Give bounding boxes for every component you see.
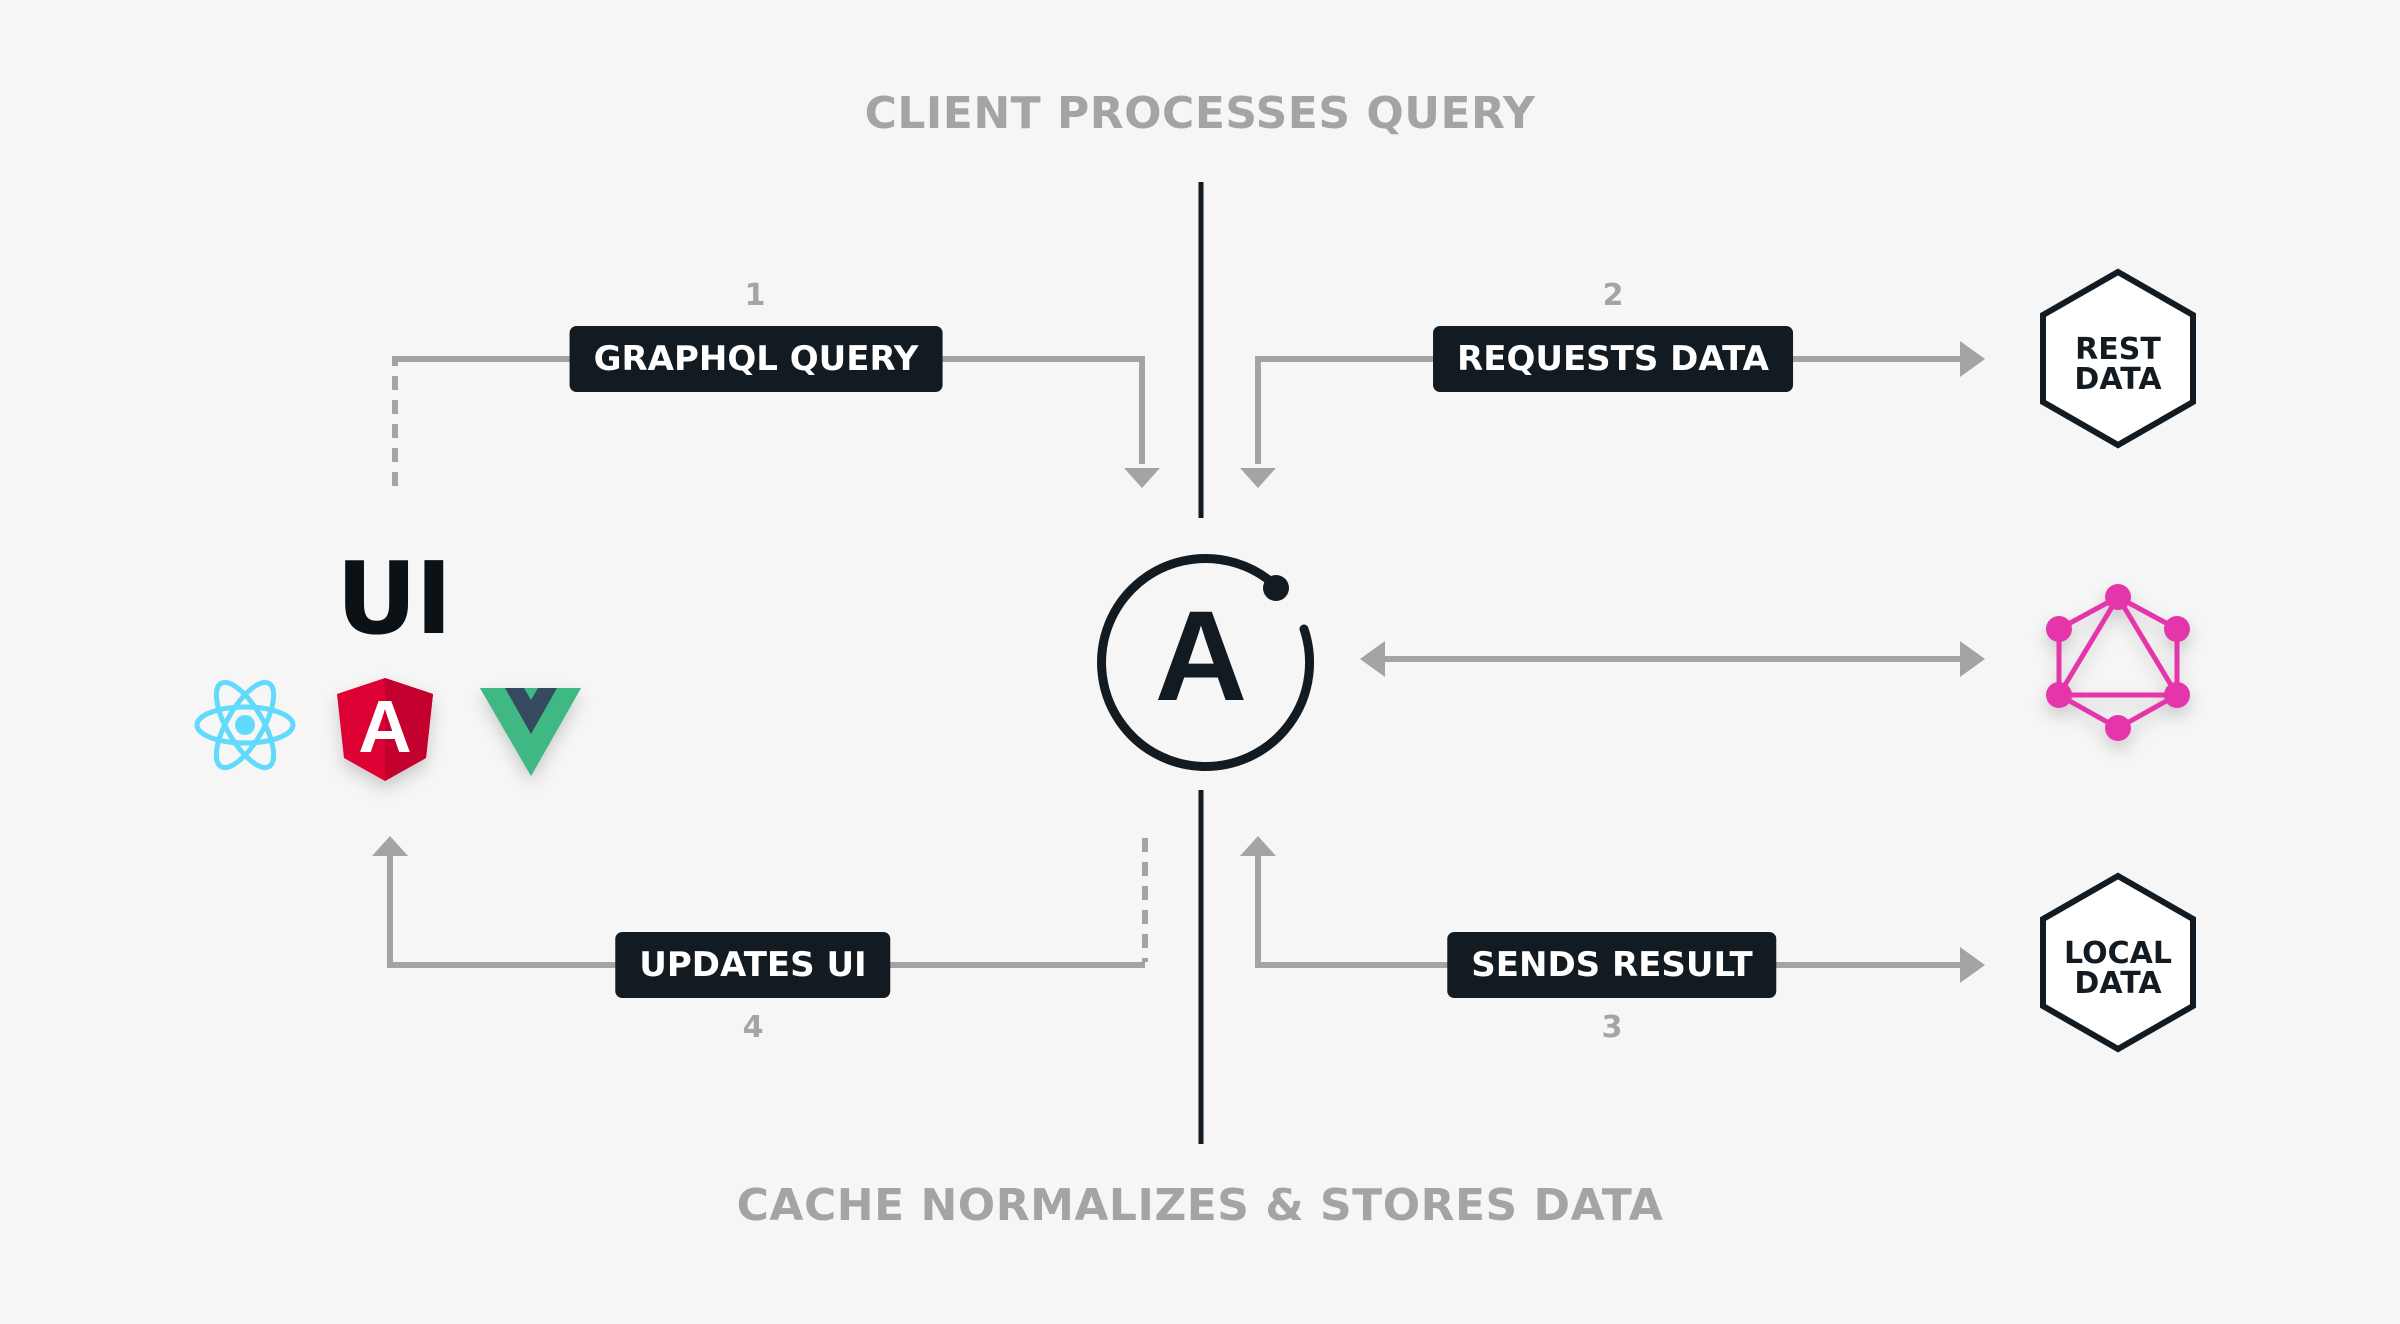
caption-cache-normalizes: CACHE NORMALIZES & STORES DATA: [736, 1180, 1664, 1231]
arrowhead-requests-data-right: [1960, 341, 1985, 377]
angular-icon-letter: A: [358, 685, 411, 768]
vue-icon: [480, 688, 581, 776]
step-number-2: 2: [1602, 278, 1624, 313]
apollo-logo-letter: A: [1155, 585, 1247, 728]
tag-requests-data: REQUESTS DATA: [1433, 326, 1793, 392]
react-icon: [194, 679, 296, 771]
tag-sends-result: SENDS RESULT: [1447, 932, 1777, 998]
tag-updates-ui: UPDATES UI: [615, 932, 891, 998]
rest-data-label-line1: REST: [2075, 332, 2161, 367]
arrowhead-requests-data-down: [1240, 468, 1276, 488]
arrowhead-sends-result-right: [1960, 947, 1985, 983]
step-number-1: 1: [744, 278, 766, 313]
rest-data-label: REST DATA: [2038, 335, 2198, 395]
ui-label: UI: [336, 540, 452, 657]
apollo-logo-icon: A: [1097, 554, 1315, 771]
step-number-4: 4: [742, 1010, 764, 1045]
local-data-label: LOCAL DATA: [2038, 939, 2198, 999]
arrowhead-updates-ui: [372, 836, 408, 856]
arrowhead-graphql-query: [1124, 468, 1160, 488]
rest-data-label-line2: DATA: [2074, 362, 2162, 397]
graphql-logo-icon: [2046, 584, 2190, 741]
arrow-updates-ui: [387, 856, 1145, 968]
angular-icon: A: [337, 678, 433, 781]
caption-client-processes-query: CLIENT PROCESSES QUERY: [864, 88, 1536, 139]
arrowhead-bidirectional-left: [1360, 641, 1385, 677]
step-number-3: 3: [1601, 1010, 1623, 1045]
arrowhead-sends-result-up: [1240, 836, 1276, 856]
tag-graphql-query: GRAPHQL QUERY: [569, 326, 943, 392]
local-data-label-line2: DATA: [2074, 966, 2162, 1001]
local-data-label-line1: LOCAL: [2064, 936, 2172, 971]
rest-data-hexagon-icon: [2040, 268, 2196, 449]
arrowhead-bidirectional-right: [1960, 641, 1985, 677]
local-data-hexagon-icon: [2040, 872, 2196, 1053]
